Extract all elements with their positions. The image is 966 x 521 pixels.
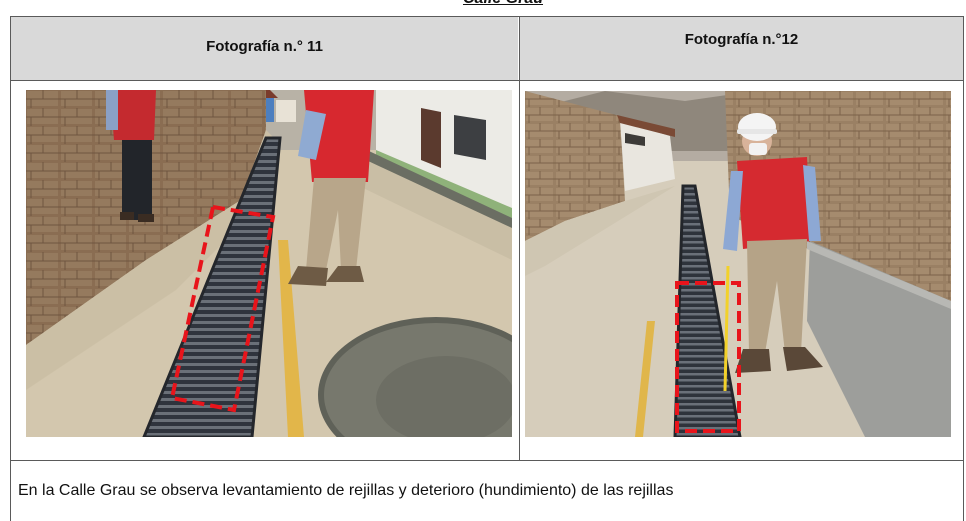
section-title: Calle Grau (430, 0, 576, 8)
table-border-top (10, 16, 964, 17)
photo-11 (26, 90, 512, 437)
row-divider (10, 460, 964, 461)
photo-12-label: Fotografía n.°12 (684, 31, 799, 48)
photo-12 (525, 91, 951, 437)
column-divider (519, 16, 520, 460)
photo-11-label: Fotografía n.° 11 (206, 38, 323, 55)
header-cell-right (520, 17, 963, 80)
header-cell-left (11, 17, 518, 80)
table-border-right (963, 16, 964, 521)
table-border-left (10, 16, 11, 521)
row-divider (10, 80, 964, 81)
photo-caption: En la Calle Grau se observa levantamient… (18, 482, 674, 499)
